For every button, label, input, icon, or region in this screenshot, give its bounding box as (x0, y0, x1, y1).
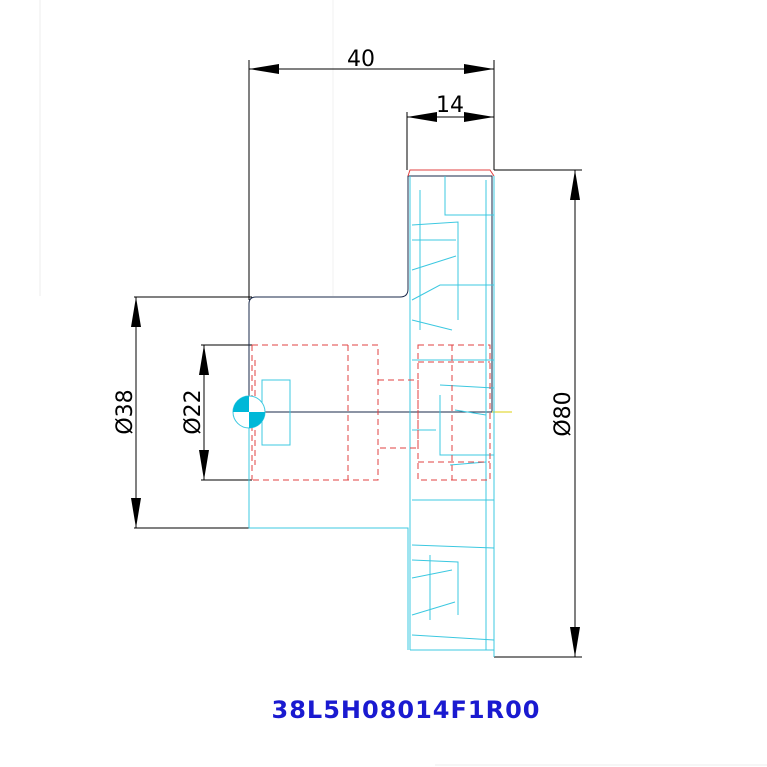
dimension-gear-width: 14 (406, 93, 494, 170)
dimension-label-40: 40 (347, 47, 375, 72)
gear-teeth-section (248, 176, 495, 657)
sheet-border (39, 0, 767, 766)
gear-top-chamfer (407, 169, 495, 177)
dimension-label-38: Ø38 (113, 389, 138, 434)
dimension-bore-diameter: Ø22 (181, 344, 252, 481)
dimension-hub-diameter: Ø38 (113, 296, 252, 529)
dimension-label-14: 14 (436, 93, 464, 118)
dimension-label-80: Ø80 (551, 391, 576, 436)
dimension-overall-length: 40 (248, 47, 495, 300)
dimension-outer-diameter: Ø80 (494, 169, 582, 658)
dimension-label-22: Ø22 (181, 389, 206, 434)
center-mark-icon (232, 395, 266, 429)
part-outline-upper (248, 175, 512, 413)
part-number-label: 38L5H08014F1R00 (272, 696, 541, 724)
